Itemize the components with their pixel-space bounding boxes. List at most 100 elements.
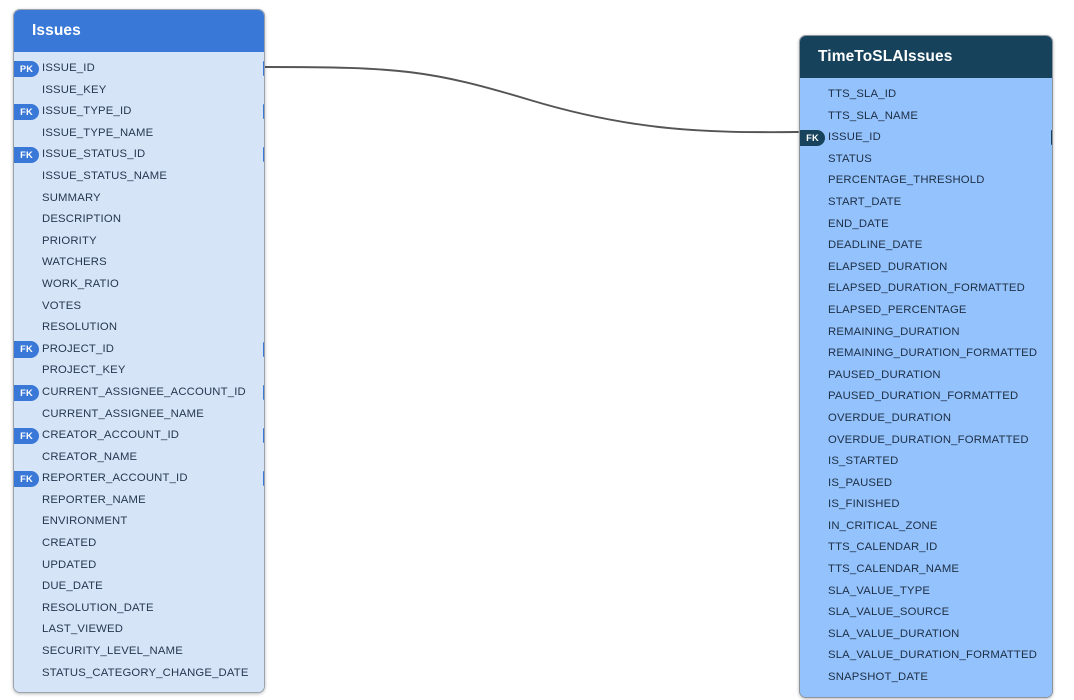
connection-port[interactable]	[800, 130, 801, 146]
table-row[interactable]: OVERDUE_DURATION_FORMATTED	[800, 430, 1052, 452]
table-row[interactable]: ISSUE_STATUS_NAME	[14, 166, 264, 188]
connection-port[interactable]	[263, 341, 264, 357]
field-name: END_DATE	[828, 217, 889, 230]
foreign-key-badge: FK	[800, 129, 825, 147]
field-name: PAUSED_DURATION_FORMATTED	[828, 390, 1019, 403]
table-row[interactable]: LAST_VIEWED	[14, 619, 264, 641]
table-row[interactable]: PERCENTAGE_THRESHOLD	[800, 170, 1052, 192]
field-name: OVERDUE_DURATION_FORMATTED	[828, 433, 1029, 446]
field-name: IS_FINISHED	[828, 498, 900, 511]
table-row[interactable]: WATCHERS	[14, 252, 264, 274]
field-name: CREATOR_ACCOUNT_ID	[42, 429, 180, 442]
table-row[interactable]: SLA_VALUE_SOURCE	[800, 602, 1052, 624]
field-name: PRIORITY	[42, 234, 97, 247]
table-row[interactable]: IS_PAUSED	[800, 473, 1052, 495]
table-row[interactable]: CREATED	[14, 533, 264, 555]
table-row[interactable]: DUE_DATE	[14, 576, 264, 598]
table-row[interactable]: PAUSED_DURATION_FORMATTED	[800, 386, 1052, 408]
table-row[interactable]: REMAINING_DURATION	[800, 322, 1052, 344]
field-name: SLA_VALUE_DURATION_FORMATTED	[828, 649, 1038, 662]
table-row[interactable]: ELAPSED_PERCENTAGE	[800, 300, 1052, 322]
table-row[interactable]: CURRENT_ASSIGNEE_NAME	[14, 404, 264, 426]
field-name: ELAPSED_DURATION	[828, 260, 948, 273]
field-name: ISSUE_STATUS_NAME	[42, 169, 168, 182]
table-row[interactable]: PRIORITY	[14, 231, 264, 253]
table-row[interactable]: UPDATED	[14, 555, 264, 577]
table-row[interactable]: CREATOR_NAME	[14, 447, 264, 469]
table-row[interactable]: ISSUE_TYPE_NAME	[14, 123, 264, 145]
connection-port[interactable]	[1051, 130, 1052, 146]
table-row[interactable]: SECURITY_LEVEL_NAME	[14, 641, 264, 663]
table-header-timetoslaissues[interactable]: TimeToSLAIssues	[800, 36, 1052, 78]
table-row[interactable]: OVERDUE_DURATION	[800, 408, 1052, 430]
connection-port[interactable]	[263, 384, 264, 400]
connection-port[interactable]	[263, 61, 264, 76]
table-row[interactable]: RESOLUTION_DATE	[14, 598, 264, 620]
table-row[interactable]: SNAPSHOT_DATE	[800, 667, 1052, 689]
table-row[interactable]: SUMMARY	[14, 188, 264, 210]
table-header-issues[interactable]: Issues	[14, 10, 264, 52]
table-row[interactable]: VOTES	[14, 296, 264, 318]
table-row[interactable]: SLA_VALUE_DURATION	[800, 624, 1052, 646]
table-row[interactable]: REPORTER_NAME	[14, 490, 264, 512]
connection-port[interactable]	[263, 147, 264, 163]
table-row[interactable]: SLA_VALUE_TYPE	[800, 581, 1052, 603]
table-row[interactable]: SLA_VALUE_DURATION_FORMATTED	[800, 645, 1052, 667]
table-row[interactable]: TTS_SLA_ID	[800, 84, 1052, 106]
field-name: OVERDUE_DURATION	[828, 411, 952, 424]
field-name: SNAPSHOT_DATE	[828, 671, 929, 684]
table-row[interactable]: WORK_RATIO	[14, 274, 264, 296]
table-row[interactable]: TTS_SLA_NAME	[800, 106, 1052, 128]
connection-port[interactable]	[263, 428, 264, 444]
table-row[interactable]: IS_FINISHED	[800, 494, 1052, 516]
table-row[interactable]: STATUS	[800, 149, 1052, 171]
connection-port[interactable]	[263, 104, 264, 120]
field-name: DESCRIPTION	[42, 213, 122, 226]
field-name: IN_CRITICAL_ZONE	[828, 519, 938, 532]
field-name: WATCHERS	[42, 256, 107, 269]
field-name: ISSUE_TYPE_ID	[42, 105, 132, 118]
relationship-edge-issues-to-ttslaissues[interactable]	[264, 66, 799, 134]
foreign-key-badge: FK	[14, 470, 39, 488]
primary-key-badge: PK	[14, 60, 39, 77]
table-row[interactable]: DESCRIPTION	[14, 209, 264, 231]
table-row[interactable]: ELAPSED_DURATION	[800, 257, 1052, 279]
table-row[interactable]: ELAPSED_DURATION_FORMATTED	[800, 278, 1052, 300]
table-row[interactable]: RESOLUTION	[14, 317, 264, 339]
table-row[interactable]: ENVIRONMENT	[14, 511, 264, 533]
field-name: ISSUE_KEY	[42, 83, 107, 96]
table-row[interactable]: TTS_CALENDAR_NAME	[800, 559, 1052, 581]
table-row[interactable]: TTS_CALENDAR_ID	[800, 537, 1052, 559]
table-row[interactable]: REMAINING_DURATION_FORMATTED	[800, 343, 1052, 365]
table-row[interactable]: END_DATE	[800, 214, 1052, 236]
table-row[interactable]: ISSUE_KEY	[14, 80, 264, 102]
table-row[interactable]: STATUS_CATEGORY_CHANGE_DATE	[14, 663, 264, 685]
table-row[interactable]: PROJECT_KEY	[14, 360, 264, 382]
field-name: ELAPSED_DURATION_FORMATTED	[828, 282, 1025, 295]
field-name: ISSUE_ID	[42, 62, 95, 74]
table-row[interactable]: IS_STARTED	[800, 451, 1052, 473]
field-name: IS_PAUSED	[828, 476, 893, 489]
table-row[interactable]: IN_CRITICAL_ZONE	[800, 516, 1052, 538]
field-name: RESOLUTION	[42, 321, 118, 334]
table-title: Issues	[32, 22, 81, 39]
field-name: SLA_VALUE_SOURCE	[828, 606, 950, 619]
table-row[interactable]: DEADLINE_DATE	[800, 235, 1052, 257]
foreign-key-badge: FK	[14, 341, 39, 358]
table-row[interactable]: PAUSED_DURATION	[800, 365, 1052, 387]
connection-port[interactable]	[263, 471, 264, 487]
field-name: VOTES	[42, 299, 82, 312]
table-row[interactable]: START_DATE	[800, 192, 1052, 214]
